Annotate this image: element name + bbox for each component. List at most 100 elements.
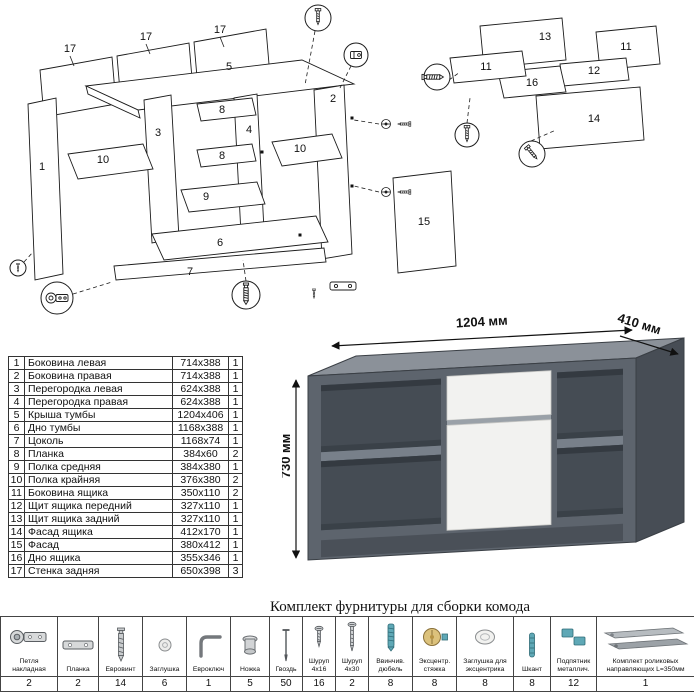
hw-item-plate: Планка	[57, 616, 99, 677]
side-panel-2	[313, 84, 353, 260]
glide-icon	[561, 628, 585, 646]
part-label: 6	[217, 237, 223, 249]
cam-lock-icon	[422, 628, 448, 646]
hw-item-qty: 6	[142, 675, 187, 692]
part-label: 17	[214, 24, 226, 36]
part-size: 650x398	[172, 564, 229, 578]
hw-item-qty: 14	[98, 675, 143, 692]
depth-dimension-arrow	[619, 335, 679, 356]
part-qty: 1	[228, 460, 243, 474]
hw-item-qty: 8	[513, 675, 551, 692]
hw-item-qty: 1	[186, 675, 231, 692]
part-qty: 2	[228, 447, 243, 461]
part-label: 11	[620, 41, 631, 53]
part-name: Фасад	[24, 538, 173, 552]
hardware-qty-row: 2 2 14 6 1 5 50 16 2 8 8 8 8 12 1	[0, 675, 694, 692]
hw-item-name: Заглушка для эксцентрика	[463, 658, 507, 673]
part-name: Цоколь	[24, 434, 173, 448]
part-name: Полка средняя	[24, 460, 173, 474]
commode-front-face	[308, 357, 636, 560]
plinth	[321, 523, 623, 558]
part-name: Полка крайняя	[24, 473, 173, 487]
part-name: Стенка задняя	[24, 564, 173, 578]
hw-item-nail: Гвоздь	[269, 616, 303, 677]
part-size: 714x388	[172, 369, 229, 383]
hw-item-name: Подпятник металлич.	[556, 658, 591, 673]
cam-cap-icon	[475, 629, 495, 645]
dowel-icon	[529, 632, 535, 658]
hw-item-qty: 50	[269, 675, 303, 692]
hw-item-qty: 5	[230, 675, 270, 692]
hw-item-dowel: Шкант	[513, 616, 551, 677]
part-qty: 1	[228, 434, 243, 448]
part-number: 5	[8, 408, 25, 422]
plank-8a	[196, 97, 257, 122]
hw-item-name: Ножка	[239, 665, 261, 673]
hw-item-name: Петля накладная	[12, 658, 46, 673]
euro-screw-icon	[242, 282, 250, 305]
hw-item-name: Шкант	[522, 665, 542, 673]
hw-item-name: Шуруп 4x16	[308, 658, 330, 673]
mounting-plate-icon	[329, 281, 357, 291]
joint-markers	[260, 116, 354, 237]
screw-dowel-icon	[386, 623, 395, 652]
commode-render: 1204 мм 410 мм 730 мм	[282, 310, 685, 561]
part-number: 12	[8, 499, 25, 513]
hw-item-hexkey: Евроключ	[186, 616, 231, 677]
hw-item-screw-4x30: Шуруп 4x30	[335, 616, 369, 677]
part-label: 16	[526, 77, 538, 89]
part-label: 4	[246, 124, 252, 136]
hw-item-qty: 2	[335, 675, 369, 692]
nail-icon	[282, 628, 290, 661]
part-qty: 2	[228, 486, 243, 500]
drawer-front	[446, 370, 552, 421]
part-qty: 1	[228, 512, 243, 526]
drawer-front-14	[535, 86, 645, 150]
hinge-icon	[10, 630, 47, 644]
hw-item-glide: Подпятник металлич.	[550, 616, 597, 677]
right-shelf-openings	[557, 368, 623, 518]
top-panel-5-edge	[85, 85, 141, 119]
height-dimension-label: 730 мм	[282, 434, 293, 479]
roller-guides-icon	[603, 627, 688, 650]
part-label: 12	[588, 65, 600, 77]
part-size: 327x110	[172, 499, 229, 513]
hardware-kit-title: Комплект фурнитуры для сборки комода	[269, 599, 530, 615]
part-label: 5	[226, 61, 232, 73]
hw-item-name: Планка	[66, 665, 90, 673]
cam-lock-icon	[381, 187, 391, 197]
width-dimension-label: 1204 мм	[455, 313, 508, 331]
part-name: Крыша тумбы	[24, 408, 173, 422]
part-label: 17	[140, 31, 152, 43]
screw-4x30-icon	[347, 621, 357, 652]
foot-icon	[242, 635, 258, 655]
shelf-front-edge	[321, 445, 441, 462]
part-size: 1204x406	[172, 408, 229, 422]
leader-lines	[23, 30, 557, 295]
hw-item-qty: 2	[0, 675, 58, 692]
part-name: Щит ящика задний	[24, 512, 173, 526]
part-label: 7	[187, 266, 193, 278]
part-number: 14	[8, 525, 25, 539]
left-shelf-openings	[321, 378, 441, 531]
hinge-icon	[45, 292, 69, 304]
hw-item-name: Ввинчив. дюбель	[376, 658, 405, 673]
hw-item-euroscrew: Евровинт	[98, 616, 143, 677]
hw-item-name: Евровинт	[105, 665, 136, 673]
part-label: 10	[97, 154, 109, 166]
part-name: Дно ящика	[24, 551, 173, 565]
part-number: 11	[8, 486, 25, 500]
part-qty: 1	[228, 356, 243, 370]
part-number: 16	[8, 551, 25, 565]
hw-item-qty: 16	[302, 675, 336, 692]
